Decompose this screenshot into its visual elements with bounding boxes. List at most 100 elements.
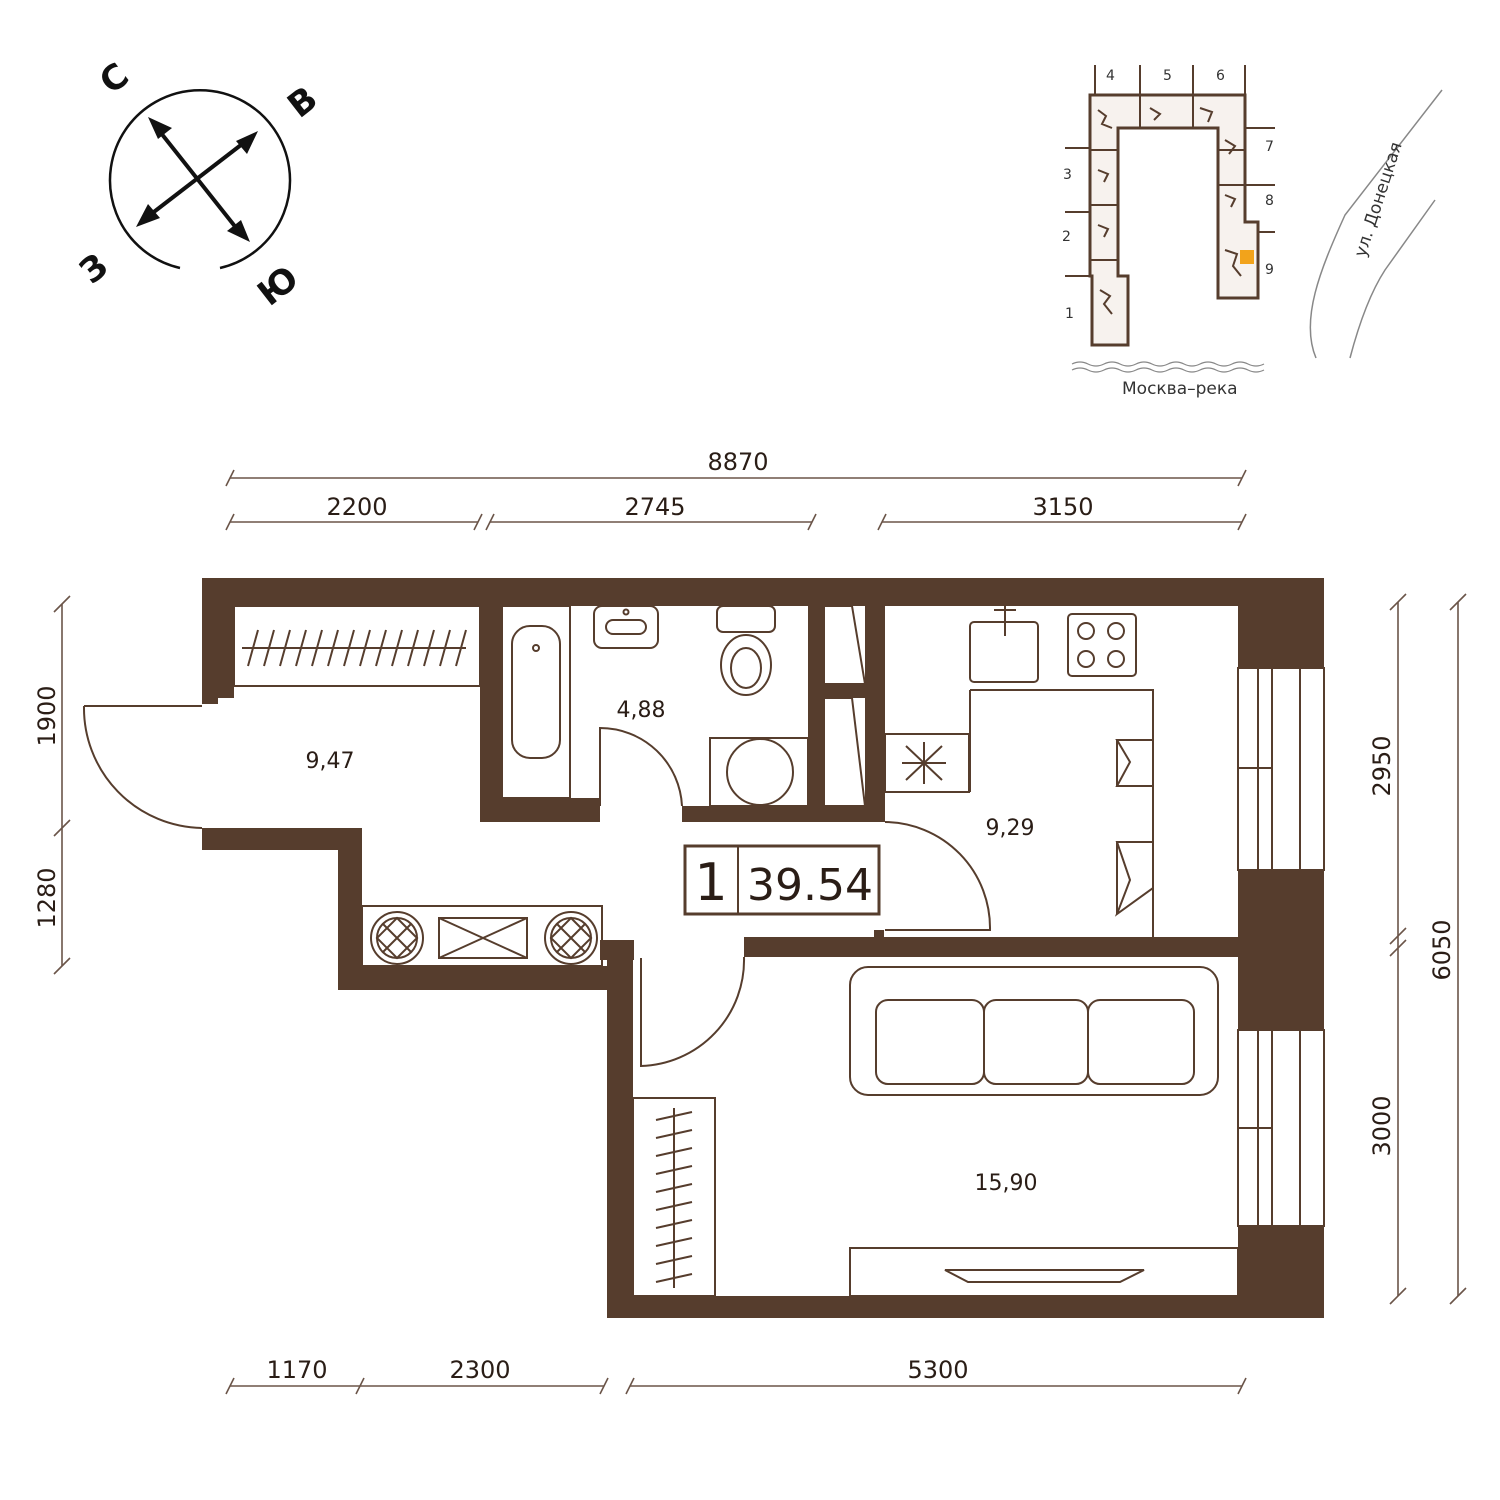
shaft-lower (823, 697, 867, 807)
wall-right-top (1238, 578, 1324, 668)
site-section-2: 2 (1062, 229, 1071, 245)
wall-entrance-step (202, 690, 218, 704)
sofa-frame (849, 966, 1219, 1096)
sink-bowl-icon (605, 619, 647, 635)
site-interior-lines (1097, 107, 1242, 315)
dim-top-total: 8870 (707, 448, 768, 476)
room-area-kitchen: 9,29 (986, 816, 1035, 841)
kitchen-counter (969, 689, 1154, 937)
wall-bath-left (480, 578, 502, 822)
compass-label-west: З (72, 246, 116, 292)
wall-shaft-bottom (808, 806, 885, 822)
boiler-icon (902, 742, 946, 784)
room-area-living: 15,90 (975, 1171, 1038, 1196)
dim-top-3: 3150 (1032, 493, 1093, 521)
compass-arrow-sw-ne (144, 136, 252, 220)
dim-ticks-right (1389, 593, 1407, 1305)
toilet-tank-icon (716, 605, 776, 633)
wall-bath-bottom-right (682, 806, 808, 822)
entrance-door-icon[interactable] (82, 705, 203, 829)
window-living-frame (1238, 1030, 1301, 1226)
living-wardrobe-hangers (655, 1108, 693, 1288)
dim-right-1: 2950 (1368, 735, 1396, 796)
dim-ticks-top (225, 513, 1247, 531)
kitchen-door-icon[interactable] (884, 821, 992, 931)
sofa-cushion-3 (1087, 999, 1195, 1085)
arrowhead-north-icon (148, 117, 172, 139)
room-area-bathroom: 4,88 (617, 698, 666, 723)
river-wave-2 (1071, 367, 1265, 373)
rooms-count: 1 (694, 853, 727, 913)
dim-right-total: 6050 (1428, 919, 1456, 980)
stove-burner-2-icon (1107, 622, 1125, 640)
dim-ticks-right-total (1449, 593, 1467, 1305)
boiler-box (884, 733, 970, 793)
living-wardrobe (632, 1097, 716, 1297)
bathroom-door-icon[interactable] (599, 726, 683, 807)
wall-bath-bottom-left (480, 798, 600, 822)
street-line-west (1309, 89, 1443, 359)
area-badge: 1 39.54 (683, 844, 881, 916)
compass-ring (108, 89, 292, 270)
dim-top-1: 2200 (326, 493, 387, 521)
vent-left-icon (370, 911, 424, 965)
windows (1237, 667, 1325, 1227)
wall-kitchen-stub (874, 930, 884, 942)
dim-ticks-top-total (225, 469, 1247, 487)
dim-bottom-3: 5300 (907, 1356, 968, 1384)
kitchen-tap-icon (994, 606, 1016, 636)
kitchen: 9,29 (884, 606, 1154, 937)
chair-2-icon (1114, 841, 1154, 917)
bathtub-icon (511, 625, 561, 759)
dim-bottom-1: 1170 (266, 1356, 327, 1384)
wall-right-bottom (1238, 1226, 1324, 1318)
hall-wardrobe (233, 605, 481, 687)
wall-corridor-left (338, 828, 362, 990)
living-door-icon[interactable] (640, 956, 746, 1068)
washing-machine-icon (726, 738, 794, 806)
wall-bottom (607, 1296, 1324, 1318)
dim-top-2: 2745 (624, 493, 685, 521)
wall-shaft-middle (824, 684, 865, 698)
wall-corridor-bottom (338, 966, 630, 990)
wall-left-lower (202, 828, 362, 850)
dimensions-top: 8870 2200 2745 3150 (225, 448, 1247, 531)
river-wave-1 (1071, 361, 1265, 367)
site-highlight-apartment (1240, 250, 1254, 264)
dim-right-2: 3000 (1368, 1095, 1396, 1156)
site-section-5: 5 (1163, 68, 1172, 84)
wardrobe-hangers (242, 629, 467, 667)
toilet-bowl-icon (720, 634, 772, 696)
sofa-cushion-2 (983, 999, 1089, 1085)
wall-corridor-corner (600, 940, 634, 960)
shaft-upper (823, 605, 867, 685)
arrowhead-west-icon (136, 204, 160, 227)
stove-icon (1067, 613, 1137, 677)
chair-1-icon (1115, 739, 1154, 787)
living-room: 15,90 (632, 956, 1239, 1297)
dim-left-2: 1280 (33, 867, 61, 928)
wall-right-middle (1238, 870, 1324, 1030)
site-section-4: 4 (1106, 68, 1115, 84)
dim-left-1: 1900 (33, 685, 61, 746)
sink-tap-icon (622, 608, 630, 616)
electric-panel-icon (438, 917, 528, 959)
site-leader-lines (1065, 65, 1275, 277)
site-section-6: 6 (1216, 68, 1225, 84)
river-label: Москва–река (1122, 379, 1238, 399)
street-label: ул. Донецкая (1351, 140, 1407, 260)
compass-label-east: В (280, 79, 325, 126)
compass-label-south: Ю (250, 258, 306, 314)
shafts (823, 605, 867, 807)
compass: С В З Ю (72, 55, 325, 314)
compass-arrow-nw-se (155, 126, 243, 236)
street-line-east (1349, 199, 1436, 359)
dim-bottom-2: 2300 (449, 1356, 510, 1384)
dim-ticks-left (53, 595, 71, 975)
site-section-8: 8 (1265, 193, 1274, 209)
site-map: 1 2 3 4 5 6 7 8 9 ул. Донецкая Москва–ре… (1062, 65, 1443, 399)
arrowhead-south-icon (227, 220, 250, 242)
site-building-outline (1088, 93, 1260, 347)
washing-machine-box (709, 737, 809, 807)
site-section-7: 7 (1265, 139, 1274, 155)
